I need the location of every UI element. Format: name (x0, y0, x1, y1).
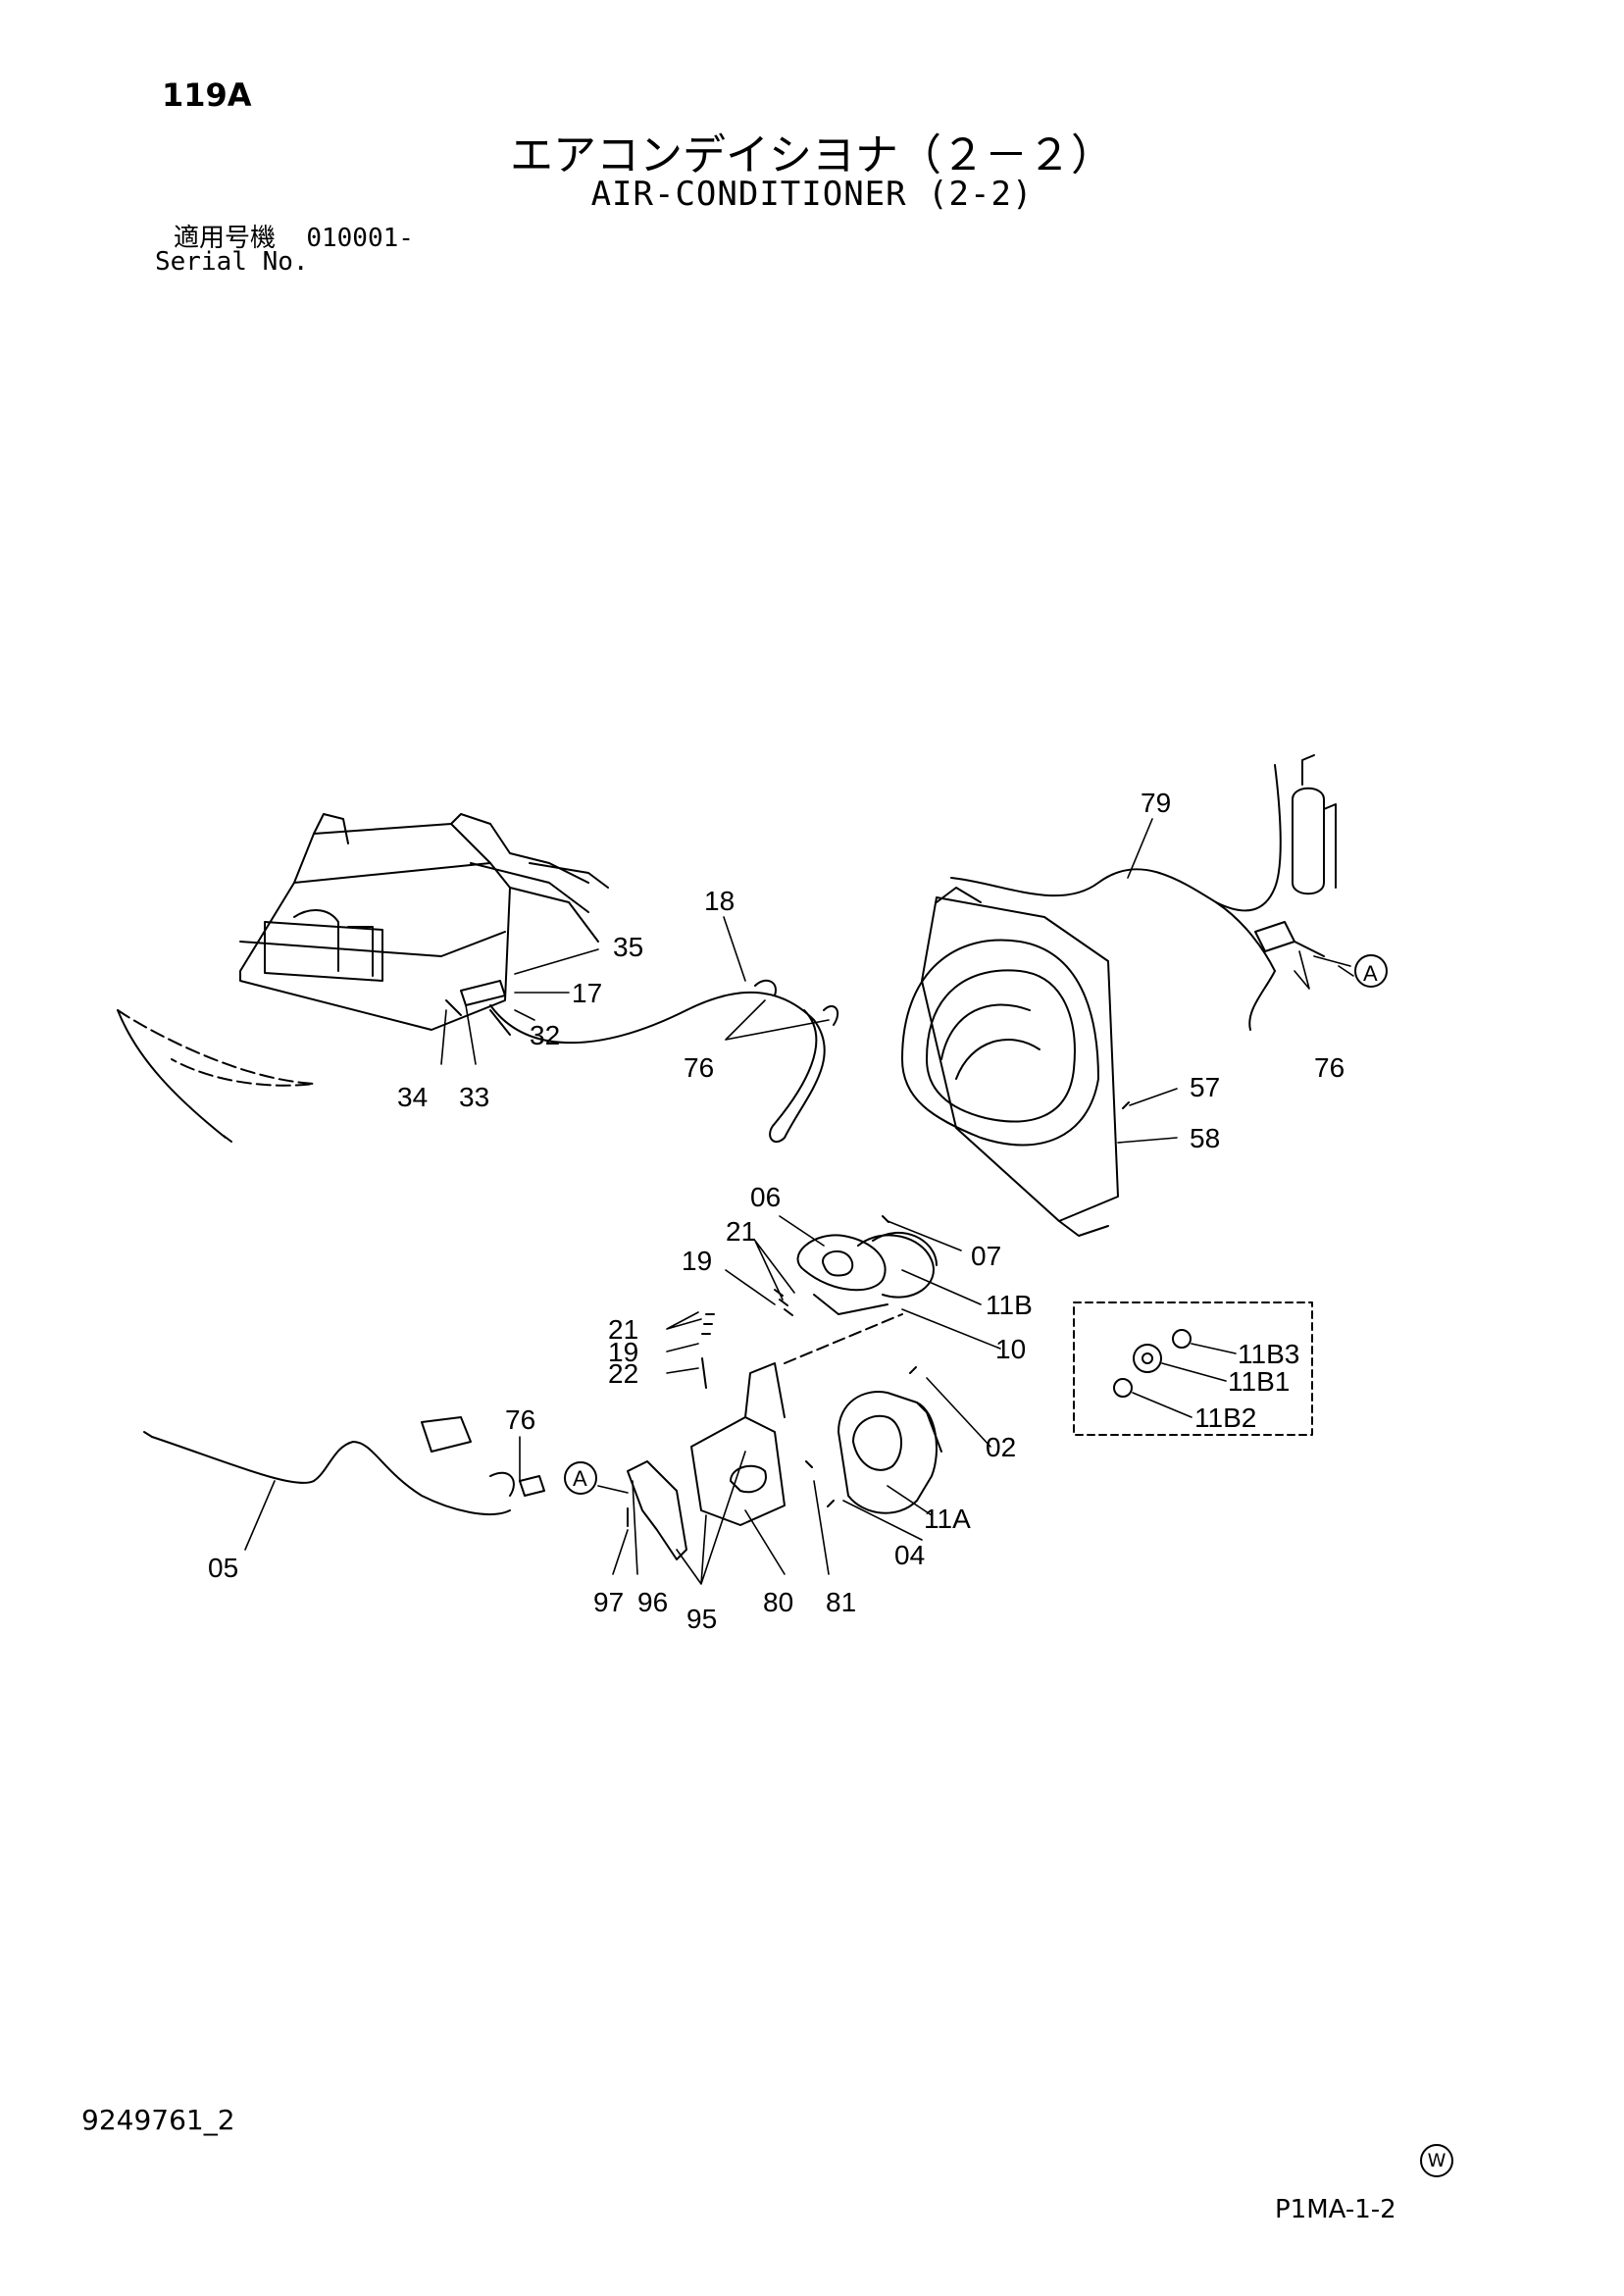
callout-34: 34 (397, 1082, 428, 1112)
callout-21-lower: 21 (608, 1314, 638, 1345)
callout-11b1: 11B1 (1228, 1366, 1290, 1397)
callout-18: 18 (704, 886, 735, 916)
callout-19-lower: 19 (608, 1337, 638, 1367)
callout-58: 58 (1190, 1123, 1220, 1153)
callout-32: 32 (530, 1020, 560, 1050)
reference-circle-a-1 (1354, 954, 1388, 988)
callout-35: 35 (613, 932, 643, 962)
callout-11a: 11A (924, 1504, 971, 1534)
page-title-english: AIR-CONDITIONER (2-2) (590, 175, 1034, 214)
pulley-and-belt (796, 1231, 938, 1315)
callout-11b3: 11B3 (1238, 1339, 1299, 1369)
callout-33: 33 (459, 1082, 489, 1112)
serial-label-english: Serial No. (155, 247, 309, 277)
document-id: 9249761_2 (81, 2104, 235, 2136)
callout-21-upper: 21 (726, 1216, 756, 1247)
page-title-japanese: エアコンデイシヨナ（２－２） (510, 130, 1114, 180)
callout-57: 57 (1190, 1072, 1220, 1102)
callout-19-upper: 19 (682, 1246, 712, 1276)
callout-04: 04 (894, 1540, 925, 1570)
hose-18 (489, 991, 826, 1144)
bracket-80 (690, 1362, 786, 1526)
callout-96: 96 (637, 1587, 668, 1617)
callout-11b: 11B (986, 1290, 1033, 1320)
serial-label-japanese: 適用号機 (174, 224, 277, 253)
receiver-dryer (1292, 754, 1337, 895)
callout-07: 07 (971, 1241, 1001, 1271)
callout-76-condenser: 76 (1314, 1052, 1345, 1083)
callout-95: 95 (686, 1604, 717, 1634)
serial-row-japanese: 適用号機 010001- (174, 218, 414, 254)
callout-17: 17 (572, 978, 602, 1008)
compressor (837, 1391, 942, 1514)
callout-a-1: A (1363, 961, 1378, 986)
page-number: 119A (162, 77, 252, 114)
condenser-unit (901, 887, 1119, 1237)
callout-a-2: A (573, 1466, 587, 1491)
callout-80: 80 (763, 1587, 793, 1617)
drain-hose (117, 1009, 315, 1087)
harness-05 (151, 1436, 511, 1516)
callout-22: 22 (608, 1358, 638, 1389)
bracket-95 (627, 1460, 687, 1560)
leader-lines (244, 818, 1354, 1585)
pipe-79 (950, 764, 1282, 912)
w-mark-icon: W (1420, 2144, 1453, 2177)
page-code: P1MA-1-2 (1275, 2195, 1396, 2224)
callout-02: 02 (986, 1432, 1016, 1462)
reference-circle-a-2 (564, 1461, 597, 1495)
serial-value: 010001- (306, 224, 414, 253)
callout-79: 79 (1141, 788, 1171, 818)
callout-76-hose: 76 (684, 1052, 714, 1083)
callout-97: 97 (593, 1587, 624, 1617)
callout-81: 81 (826, 1587, 856, 1617)
callout-76-harness: 76 (505, 1404, 535, 1435)
callout-05: 05 (208, 1553, 238, 1583)
callout-06: 06 (750, 1182, 781, 1212)
air-conditioner-unit (239, 813, 609, 1031)
callout-10: 10 (995, 1334, 1026, 1364)
callout-11b2: 11B2 (1194, 1403, 1256, 1433)
